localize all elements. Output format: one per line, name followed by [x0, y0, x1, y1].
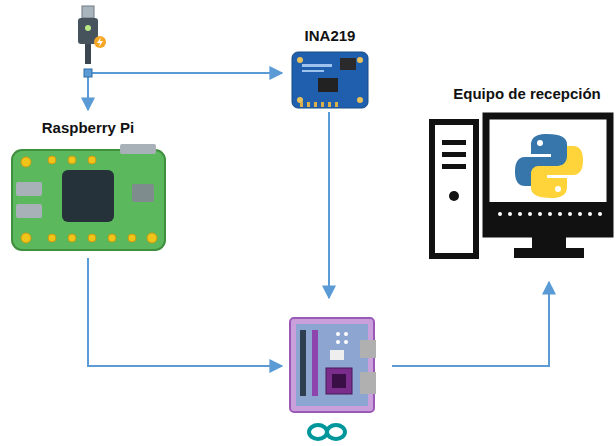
arduino-board — [290, 318, 376, 412]
usb-plug — [78, 6, 106, 64]
node-label: Equipo de recepción — [450, 84, 604, 104]
python-logo — [515, 134, 583, 198]
ina219-board — [292, 52, 368, 108]
junction — [84, 69, 92, 77]
component-label: Equipo de recepción — [450, 84, 604, 104]
arduino-logo — [309, 425, 345, 439]
node-label: INA219 — [302, 26, 359, 46]
component-label: INA219 — [302, 26, 359, 46]
raspberry-pi-board — [12, 144, 165, 250]
computer-icon — [432, 116, 610, 258]
component-label: Raspberry Pi — [39, 118, 138, 138]
node-label: Raspberry Pi — [39, 118, 138, 138]
